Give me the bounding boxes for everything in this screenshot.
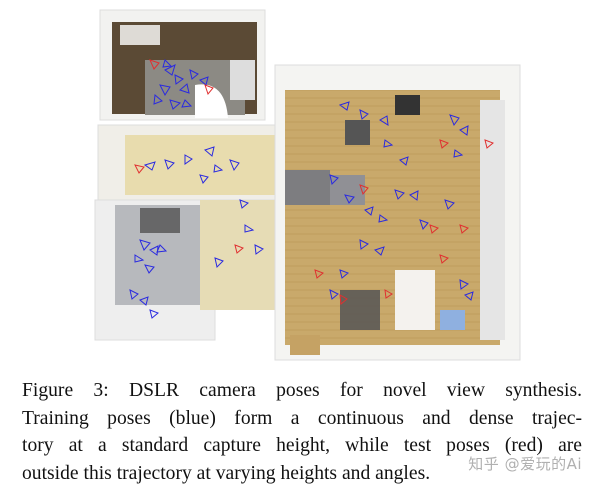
caption-line-3: tory at a standard capture height, while… bbox=[22, 435, 582, 456]
training-poses bbox=[129, 59, 474, 319]
caption-line-2: Training poses (blue) form a continuous … bbox=[22, 407, 582, 429]
test-poses bbox=[134, 59, 494, 305]
floorplan-render bbox=[94, 9, 521, 361]
caption-line-1: Figure 3: DSLR camera poses for novel vi… bbox=[22, 380, 582, 401]
floorplan-figure bbox=[94, 9, 521, 361]
watermark: 知乎 @爱玩的Ai bbox=[468, 455, 582, 473]
figure-caption: Figure 3: DSLR camera poses for novel vi… bbox=[22, 377, 582, 487]
caption-line-4: outside this trajectory at varying heigh… bbox=[22, 462, 431, 484]
